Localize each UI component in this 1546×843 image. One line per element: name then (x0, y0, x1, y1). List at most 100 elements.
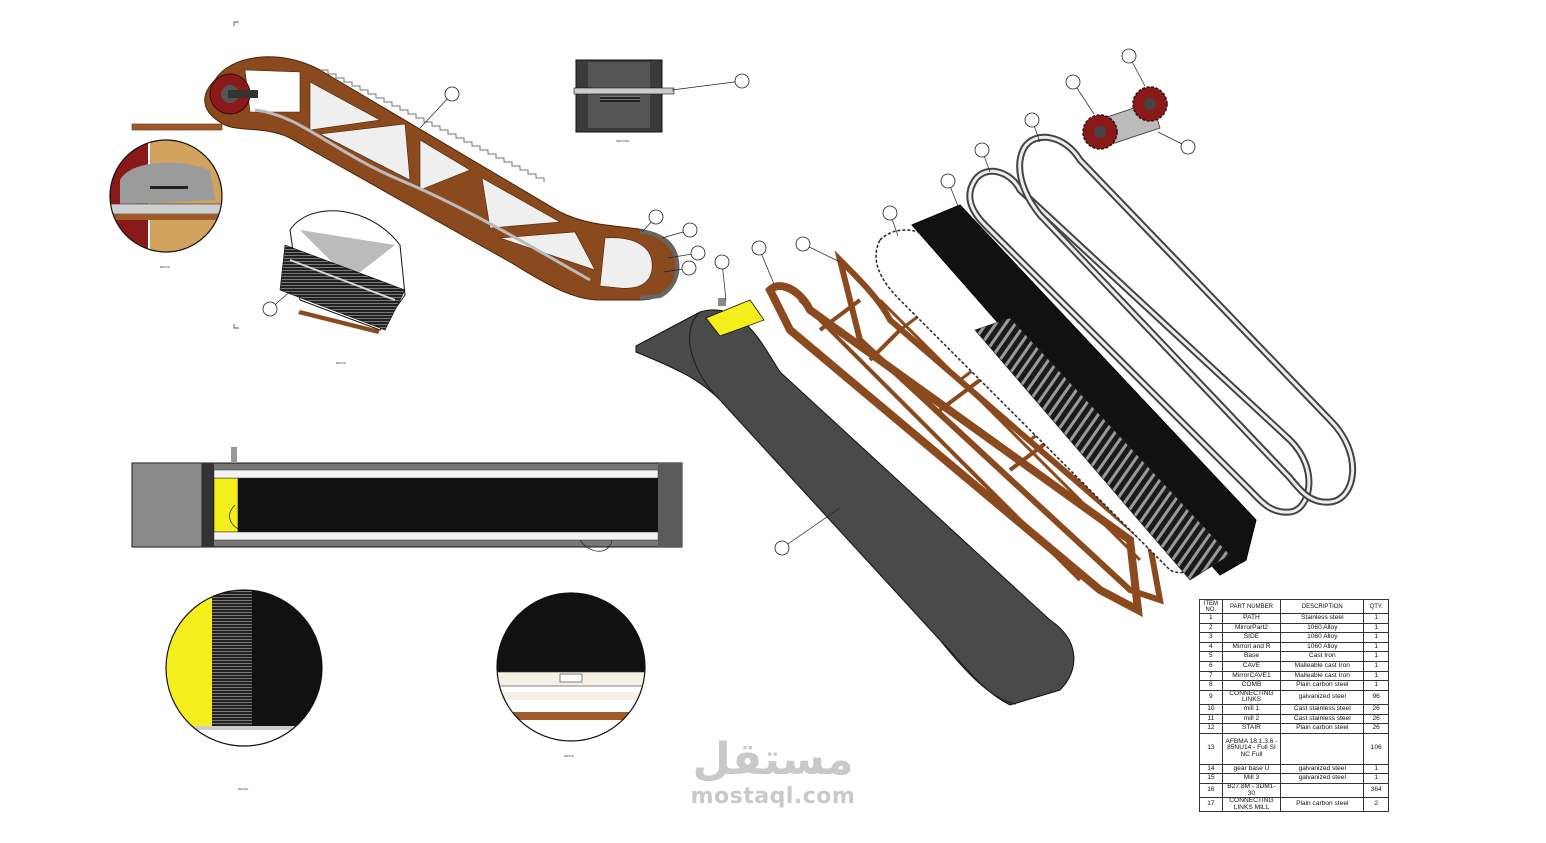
bom-cell-part: mill 2 (1221, 713, 1282, 725)
bom-cell-qty: 2 (1363, 797, 1389, 813)
bom-cell-qty: 1 (1363, 763, 1389, 775)
bom-cell-no: 7 (1199, 670, 1223, 682)
bom-cell-part: CONNECTING LINKS (1221, 689, 1282, 705)
bom-cell-qty: 364 (1363, 782, 1389, 799)
bom-cell-qty: 1 (1363, 670, 1389, 682)
bom-cell-desc: Malleable cast Iron (1280, 670, 1365, 682)
bom-cell-qty: 1 (1363, 632, 1389, 643)
bom-cell-no: 17 (1199, 797, 1223, 813)
bom-header-item-no: ITEM NO. (1199, 599, 1223, 614)
bom-cell-part: Base (1221, 651, 1282, 662)
bom-cell-no: 9 (1199, 689, 1223, 705)
bom-cell-part: mill 1 (1221, 703, 1282, 715)
bom-cell-desc: Cast stainless steel (1280, 713, 1365, 725)
bom-cell-desc (1280, 732, 1365, 765)
bom-cell-part: Mill 3 (1221, 773, 1282, 784)
bom-cell-desc: galvanized steel (1280, 763, 1365, 775)
bom-cell-qty: 1 (1363, 641, 1389, 653)
bom-cell-no: 8 (1199, 680, 1223, 691)
bom-cell-desc: Plain carbon steel (1280, 680, 1365, 691)
bom-cell-part: MirrorPart2 (1221, 622, 1282, 634)
bom-cell-no: 5 (1199, 651, 1223, 662)
bom-cell-desc: Malleable cast Iron (1280, 660, 1365, 672)
bom-header-description: DESCRIPTION (1280, 599, 1365, 614)
bom-cell-no: 10 (1199, 703, 1223, 715)
bom-cell-qty: 26 (1363, 713, 1389, 725)
bom-cell-no: 1 (1199, 613, 1223, 624)
bom-cell-qty: 96 (1363, 689, 1389, 705)
bom-cell-no: 12 (1199, 723, 1223, 734)
bom-cell-no: 14 (1199, 763, 1223, 775)
bom-cell-no: 3 (1199, 632, 1223, 643)
bom-cell-desc: 1060 Alloy (1280, 622, 1365, 634)
bom-header-part-number: PART NUMBER (1221, 599, 1282, 614)
bom-cell-desc (1280, 782, 1365, 799)
bom-cell-qty: 1 (1363, 680, 1389, 691)
bom-cell-part: SIDE (1221, 632, 1282, 643)
bom-cell-qty: 1 (1363, 651, 1389, 662)
detail-circle-gear: DETAIL (109, 139, 223, 269)
detail-comb (279, 210, 406, 334)
bom-cell-part: PATH (1221, 613, 1282, 624)
bom-cell-part: Mirrorl and R (1221, 641, 1282, 653)
side-view-balloons (419, 86, 706, 276)
bom-cell-part: CAVE (1221, 660, 1282, 672)
bom-cell-no: 6 (1199, 660, 1223, 672)
bom-cell-part: B27.8M - 3DM1-30 (1221, 782, 1282, 799)
bom-cell-desc: Cast stainless steel (1280, 703, 1365, 715)
bom-cell-desc: 1060 Alloy (1280, 632, 1365, 643)
bom-cell-part: STAIR (1221, 723, 1282, 734)
bom-cell-qty: 1 (1363, 613, 1389, 624)
bom-cell-desc: galvanized steel (1280, 689, 1365, 705)
gear-shaft (1082, 86, 1168, 150)
svg-text:SECTION: SECTION (616, 139, 629, 143)
svg-text:DETAIL: DETAIL (564, 754, 575, 758)
bom-header-row: ITEM NO. PART NUMBER DESCRIPTION QTY. (1199, 599, 1389, 614)
bom-cell-no: 13 (1199, 732, 1223, 765)
svg-text:DETAIL: DETAIL (336, 361, 347, 365)
side-view (131, 56, 680, 301)
bom-cell-desc: Plain carbon steel (1280, 797, 1365, 813)
bom-cell-qty: 1 (1363, 660, 1389, 672)
section-view-top: SECTION (573, 59, 675, 143)
bom-cell-no: 15 (1199, 773, 1223, 784)
bom-cell-part: CONNECTING LINKS MILL (1221, 797, 1282, 813)
bom-cell-desc: galvanized steel (1280, 773, 1365, 784)
bom-cell-no: 11 (1199, 713, 1223, 725)
exploded-view-balloons (714, 48, 1196, 556)
bom-cell-part: gear base U (1221, 763, 1282, 775)
bom-cell-no: 2 (1199, 622, 1223, 634)
detail-circle-step-edge: DETAIL (496, 592, 646, 758)
bom-cell-qty: 26 (1363, 703, 1389, 715)
top-view (131, 447, 683, 552)
bom-cell-qty: 106 (1363, 732, 1389, 765)
bom-cell-no: 16 (1199, 782, 1223, 799)
bom-cell-no: 4 (1199, 641, 1223, 653)
svg-text:DETAIL: DETAIL (160, 265, 171, 269)
bom-cell-part: AFBMA 18.1.3.6 - 85NU14 - Full SI NC Ful… (1221, 732, 1282, 765)
bom-header-qty: QTY. (1363, 599, 1389, 614)
bom-cell-desc: Cast Iron (1280, 651, 1365, 662)
bom-cell-part: COMB (1221, 680, 1282, 691)
bom-cell-qty: 1 (1363, 622, 1389, 634)
exploded-view (635, 86, 1357, 706)
bom-cell-desc: Plain carbon steel (1280, 723, 1365, 734)
